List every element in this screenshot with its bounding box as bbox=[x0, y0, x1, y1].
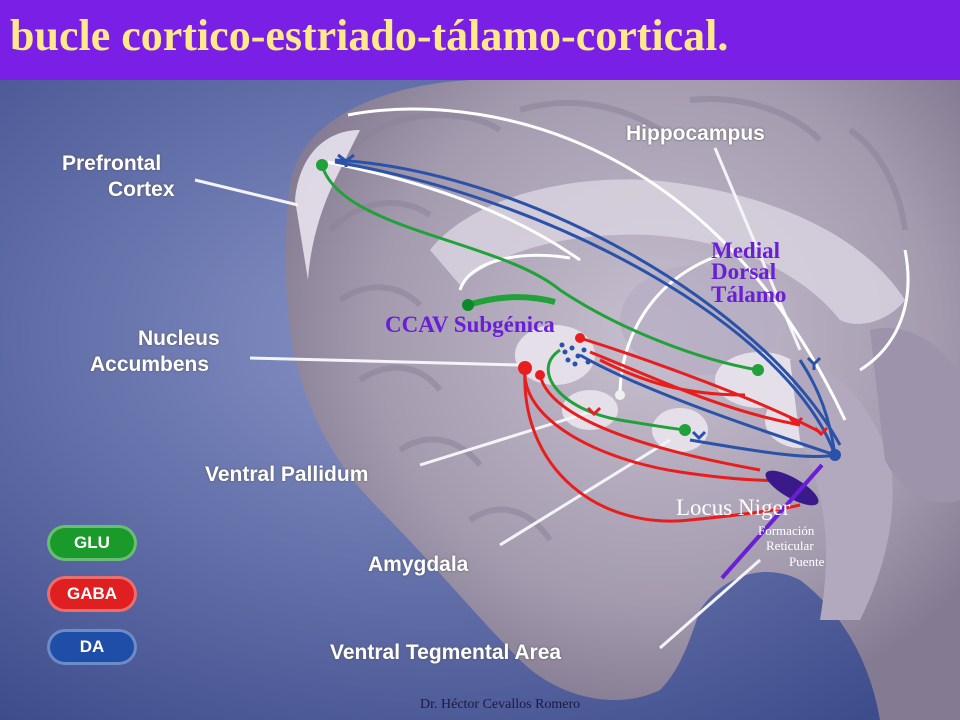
receptor-dots bbox=[559, 342, 591, 367]
gaba-pathways bbox=[523, 336, 821, 523]
label-dorsal: Dorsal bbox=[711, 259, 777, 284]
legend-gaba: GABA bbox=[47, 576, 137, 612]
label-medial: Medial bbox=[711, 238, 780, 263]
pathway-terminals bbox=[316, 159, 841, 461]
label-nucleus-line1: Nucleus bbox=[138, 327, 220, 350]
label-puente: Puente bbox=[789, 554, 825, 569]
title-bar bbox=[0, 0, 960, 80]
label-prefrontal-line1: Prefrontal bbox=[62, 152, 162, 175]
label-vta: Ventral Tegmental Area bbox=[330, 641, 562, 664]
label-locus-niger: Locus Niger bbox=[676, 495, 791, 520]
label-ccav-subgenica: CCAV Subgénica bbox=[385, 312, 555, 337]
label-pointers bbox=[194, 147, 802, 650]
synapse-marks-blue bbox=[337, 153, 822, 441]
label-nucleus-line2: Accumbens bbox=[90, 353, 210, 376]
legend-gaba-label: GABA bbox=[66, 584, 118, 603]
da-pathways bbox=[334, 158, 842, 458]
cerebellum bbox=[870, 328, 960, 503]
label-reticular: Reticular bbox=[766, 538, 814, 553]
label-ventral-pallidum: Ventral Pallidum bbox=[205, 463, 369, 486]
corpus-callosum bbox=[430, 179, 905, 324]
brainstem bbox=[790, 360, 893, 620]
synapse-marks-red bbox=[586, 406, 829, 437]
glu-pathways bbox=[320, 164, 759, 432]
legend-da-label: DA bbox=[79, 637, 105, 656]
gyri-texture bbox=[327, 96, 908, 542]
legend-glu-label: GLU bbox=[74, 533, 110, 552]
slide-title: bucle cortico-estriado-tálamo-cortical. bbox=[10, 11, 729, 60]
label-formacion: Formación bbox=[758, 523, 815, 538]
label-hippocampus: Hippocampus bbox=[626, 122, 765, 145]
label-talamo: Tálamo bbox=[711, 282, 787, 307]
locus-niger-marker bbox=[765, 470, 819, 506]
locus-pointer-line bbox=[720, 463, 824, 580]
legend-da: DA bbox=[47, 629, 137, 665]
label-prefrontal-line2: Cortex bbox=[108, 178, 175, 201]
prefrontal-band bbox=[295, 130, 360, 280]
legend-glu: GLU bbox=[47, 525, 137, 561]
label-amygdala: Amygdala bbox=[368, 553, 469, 576]
author-credit: Dr. Héctor Cevallos Romero bbox=[420, 697, 581, 712]
